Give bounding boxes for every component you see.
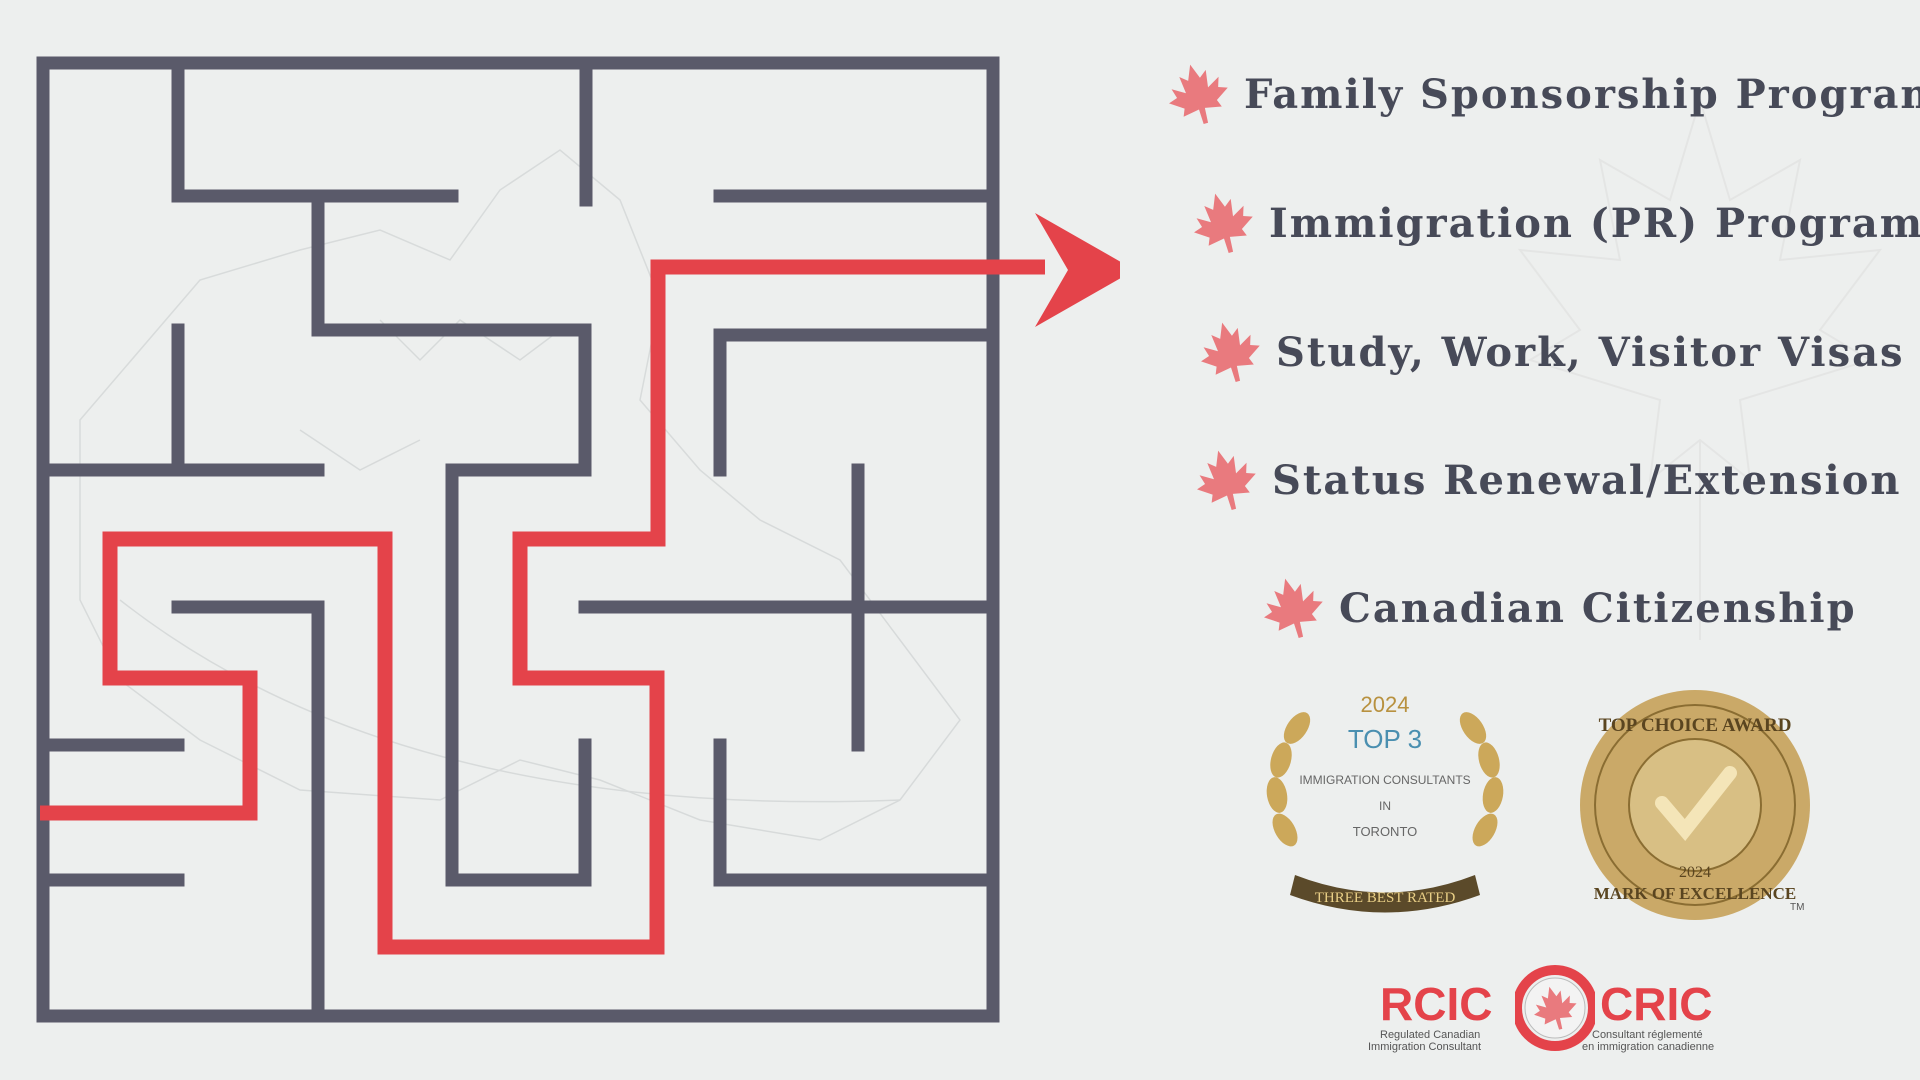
- maze-solution-path: [40, 259, 1045, 955]
- maze-illustration: [36, 56, 1120, 1023]
- service-label: Canadian Citizenship: [1339, 584, 1857, 632]
- maple-leaf-seal-icon: [1515, 965, 1595, 1051]
- rcic-left-sub2: Immigration Consultant: [1368, 1041, 1482, 1053]
- service-label: Study, Work, Visitor Visas: [1276, 328, 1905, 376]
- badge-line3: TORONTO: [1353, 824, 1418, 839]
- badge-line1: IMMIGRATION CONSULTANTS: [1299, 773, 1470, 787]
- service-label: Immigration (PR) Programs: [1269, 199, 1920, 247]
- rcic-left-sub1: Regulated Canadian: [1380, 1029, 1481, 1041]
- service-item-citizenship: Canadian Citizenship: [1255, 570, 1857, 646]
- award-year: 2024: [1679, 864, 1711, 881]
- rcic-right-sub1: Consultant réglementé: [1592, 1029, 1703, 1041]
- award-top-text: TOP CHOICE AWARD: [1599, 715, 1792, 736]
- rcic-right-sub2: en immigration canadienne: [1582, 1041, 1715, 1053]
- service-label: Family Sponsorship Programs: [1244, 70, 1920, 118]
- arrow-head-icon: [1035, 213, 1120, 327]
- background-leaf-icon: [1517, 96, 1883, 640]
- service-item-immigration-pr: Immigration (PR) Programs: [1185, 185, 1920, 261]
- rcic-logo: RCIC Regulated Canadian Immigration Cons…: [1360, 955, 1740, 1065]
- canada-map-outline: [79, 149, 961, 841]
- badge-year: 2024: [1361, 692, 1410, 717]
- service-item-family-sponsorship: Family Sponsorship Programs: [1160, 56, 1920, 132]
- maple-leaf-icon: [1188, 442, 1264, 518]
- maple-leaf-icon: [1185, 185, 1261, 261]
- maple-leaf-icon: [1160, 56, 1236, 132]
- maple-leaf-icon: [1192, 314, 1268, 390]
- rcic-left-text: RCIC: [1380, 978, 1493, 1030]
- top-choice-award-badge: TOP CHOICE AWARD 2024 MARK OF EXCELLENCE…: [1580, 690, 1810, 920]
- rcic-right-text: CRIC: [1600, 978, 1713, 1030]
- badge-ribbon: THREE BEST RATED: [1315, 890, 1456, 906]
- service-label: Status Renewal/Extension: [1272, 456, 1902, 504]
- award-tm: TM: [1790, 902, 1804, 913]
- award-bottom-text: MARK OF EXCELLENCE: [1594, 884, 1796, 903]
- maple-leaf-icon: [1255, 570, 1331, 646]
- badge-line2: IN: [1379, 799, 1391, 813]
- service-item-visas: Study, Work, Visitor Visas: [1192, 314, 1905, 390]
- maze-walls: [36, 56, 1000, 1023]
- service-item-status-renewal: Status Renewal/Extension: [1188, 442, 1901, 518]
- top3-award-badge: 2024 TOP 3 IMMIGRATION CONSULTANTS IN TO…: [1266, 692, 1504, 913]
- badge-title: TOP 3: [1348, 724, 1422, 754]
